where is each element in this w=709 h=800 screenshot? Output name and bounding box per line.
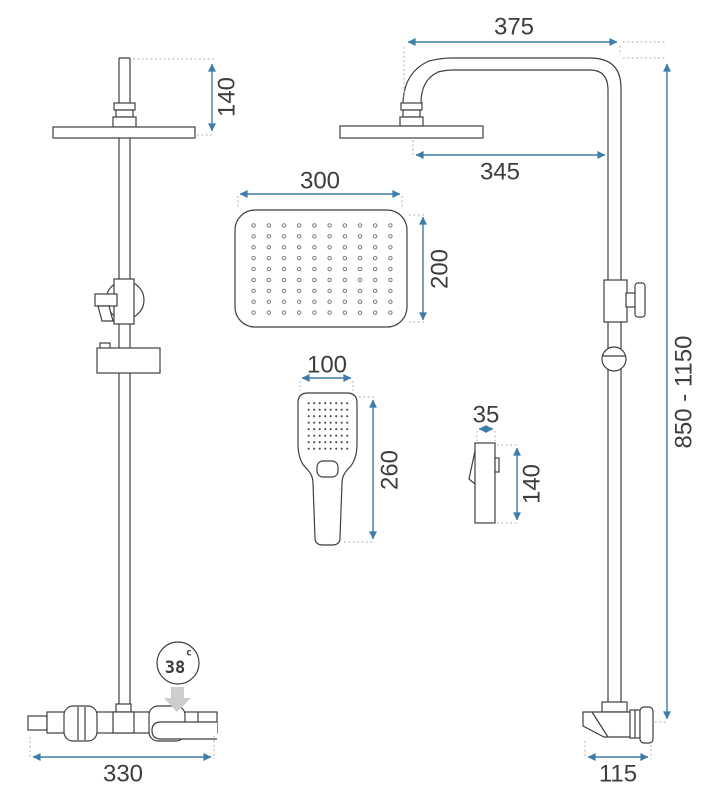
dimension-head-width: 300	[237, 168, 426, 323]
thermostatic-mixer	[27, 703, 218, 742]
gooseneck-arm-outer	[402, 57, 622, 702]
diverter-lever	[94, 293, 118, 307]
dim-850-1150-label: 850 - 1150	[671, 336, 698, 449]
hand-shower-side-outline	[474, 442, 496, 524]
dimension-head-depth: 200	[419, 216, 454, 321]
gooseneck-arm-inner	[420, 69, 609, 702]
hand-shower-side-view: 35 140	[468, 402, 546, 524]
dim-300-label: 300	[300, 168, 340, 195]
slider-knob	[634, 282, 646, 318]
dimension-base-width: 330	[29, 736, 215, 788]
dimension-base-depth: 115	[584, 741, 652, 788]
right-column-view: 375 345 850 - 1150 115	[339, 14, 698, 788]
dim-100-label: 100	[307, 352, 347, 379]
temperature-display: 38 c	[156, 641, 200, 685]
dim-260-label: 260	[377, 450, 404, 490]
dimension-head-width-side: 345	[412, 140, 606, 186]
dimension-hand-width: 100	[299, 352, 354, 391]
slider-holder	[603, 279, 646, 323]
temperature-value: 38	[165, 658, 185, 678]
dimension-side-length: 140	[497, 444, 546, 524]
dim-200-label: 200	[427, 249, 454, 289]
inlet-stub	[27, 715, 48, 731]
riser-pipe	[118, 57, 131, 712]
hose-ring	[601, 346, 627, 372]
dimension-column-height: 850 - 1150	[623, 57, 698, 723]
dimension-arm-reach: 375	[403, 14, 666, 99]
wall-flange	[639, 706, 654, 744]
diverter-valve	[94, 278, 145, 325]
dimension-side-depth: 35	[473, 402, 500, 441]
rain-head-view: 300 200	[234, 168, 454, 328]
down-arrow-icon	[164, 687, 191, 712]
hand-shower-front-view: 100 260	[297, 352, 404, 546]
holder-bracket	[468, 450, 476, 485]
wall-elbow	[582, 701, 654, 744]
dimension-hand-length: 260	[344, 396, 404, 543]
dim-345-label: 345	[480, 159, 520, 186]
left-column-view: 38 c 140 330	[27, 57, 241, 788]
dimension-head-offset: 140	[133, 58, 241, 136]
nozzle-dots	[246, 220, 398, 318]
rain-head-side-profile	[339, 125, 484, 139]
dim-35-label: 35	[473, 402, 500, 429]
side-button	[494, 457, 500, 473]
dim-375-label: 375	[494, 14, 534, 41]
mode-button	[316, 460, 339, 478]
pipe-connector-nut	[112, 102, 137, 128]
temperature-handle	[63, 705, 98, 742]
overhead-shower-plate	[52, 126, 196, 139]
soap-dish	[96, 342, 161, 374]
temperature-unit: c	[186, 648, 192, 659]
dim-140-side-label: 140	[519, 464, 546, 504]
dim-140-label: 140	[214, 77, 241, 117]
dim-115-label: 115	[599, 761, 637, 788]
dim-330-label: 330	[103, 761, 143, 788]
arm-connector-nut	[399, 102, 424, 127]
hand-shower-nozzles	[306, 400, 350, 452]
tub-spout	[151, 721, 217, 740]
